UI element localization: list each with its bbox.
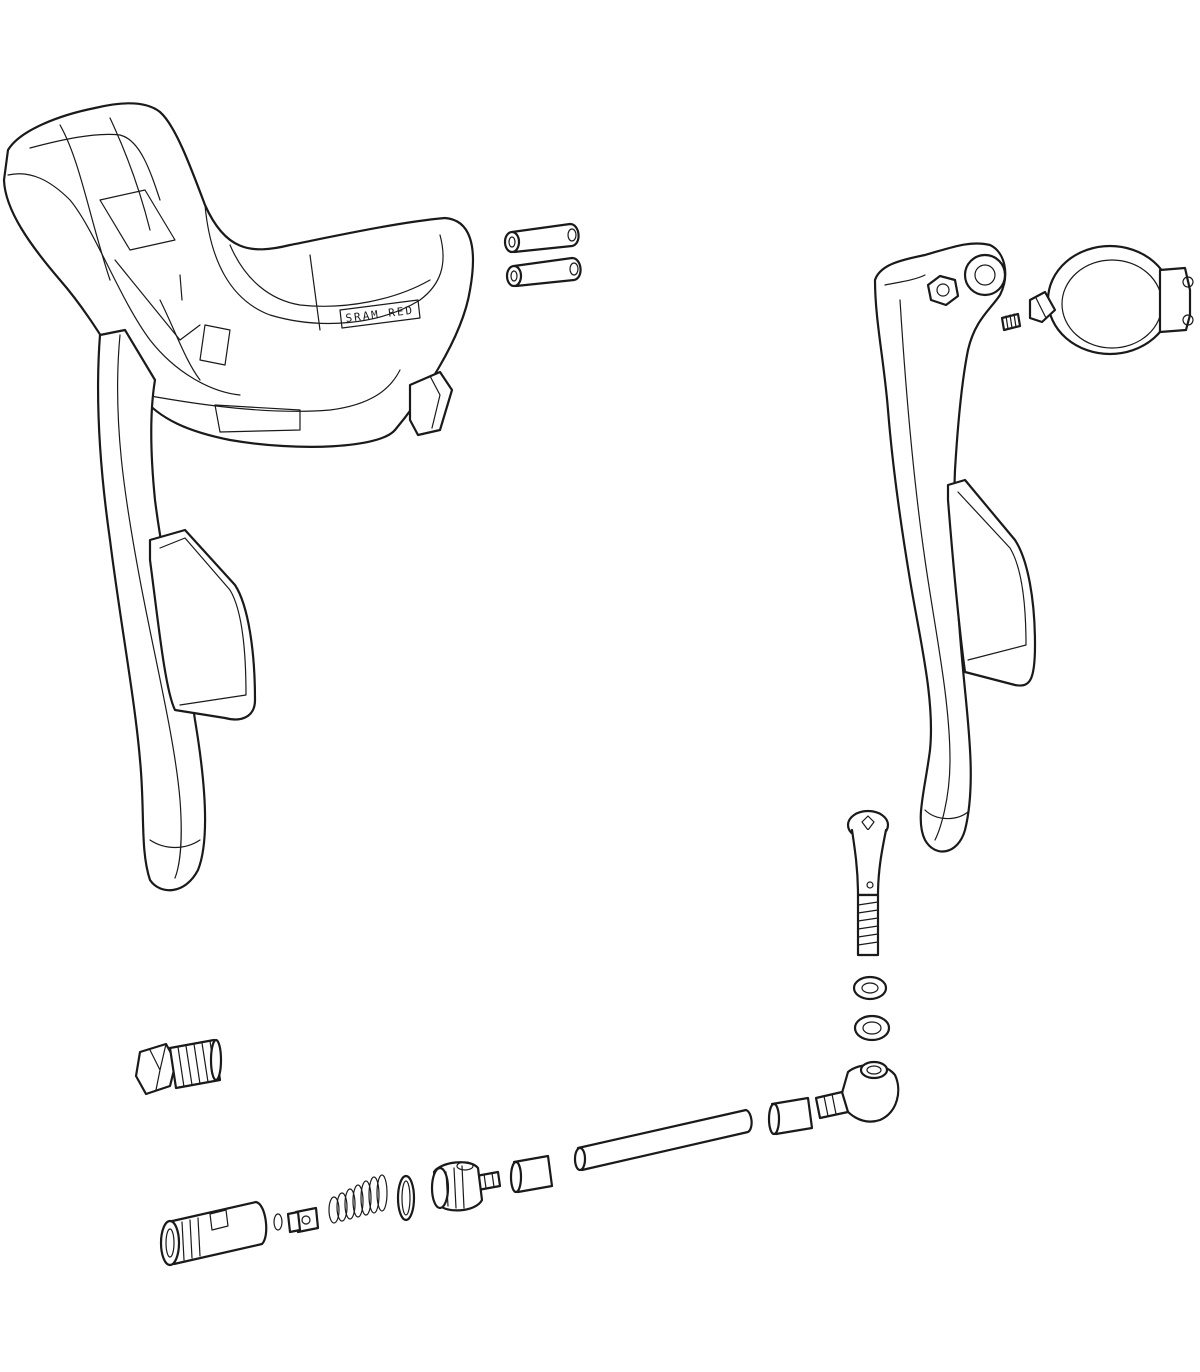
return-spring: [328, 1174, 388, 1224]
piston: [273, 1206, 320, 1234]
reservoir-cap: [1000, 244, 1194, 356]
shift-brake-lever-body: SRAM RED: [2, 102, 474, 892]
banjo-fitting: [814, 1060, 900, 1123]
washer-upper: [852, 975, 888, 1001]
pivot-pin-upper: [503, 222, 580, 254]
brake-lever-blade: [873, 242, 1037, 853]
lever-pivot-pins: [503, 222, 582, 288]
washer-lower: [853, 1014, 891, 1042]
compression-fitting: [767, 1096, 814, 1136]
o-ring: [396, 1174, 416, 1222]
olive-sleeve: [509, 1154, 554, 1194]
barrel-adjuster-fitting: [134, 1038, 223, 1096]
master-cylinder-bore: [159, 1200, 268, 1267]
grub-screw: [1000, 312, 1022, 332]
pivot-pin-lower: [505, 256, 582, 288]
pivot-bolt: [846, 809, 890, 957]
piston-cup: [430, 1161, 484, 1212]
hydraulic-hose: [573, 1108, 753, 1172]
